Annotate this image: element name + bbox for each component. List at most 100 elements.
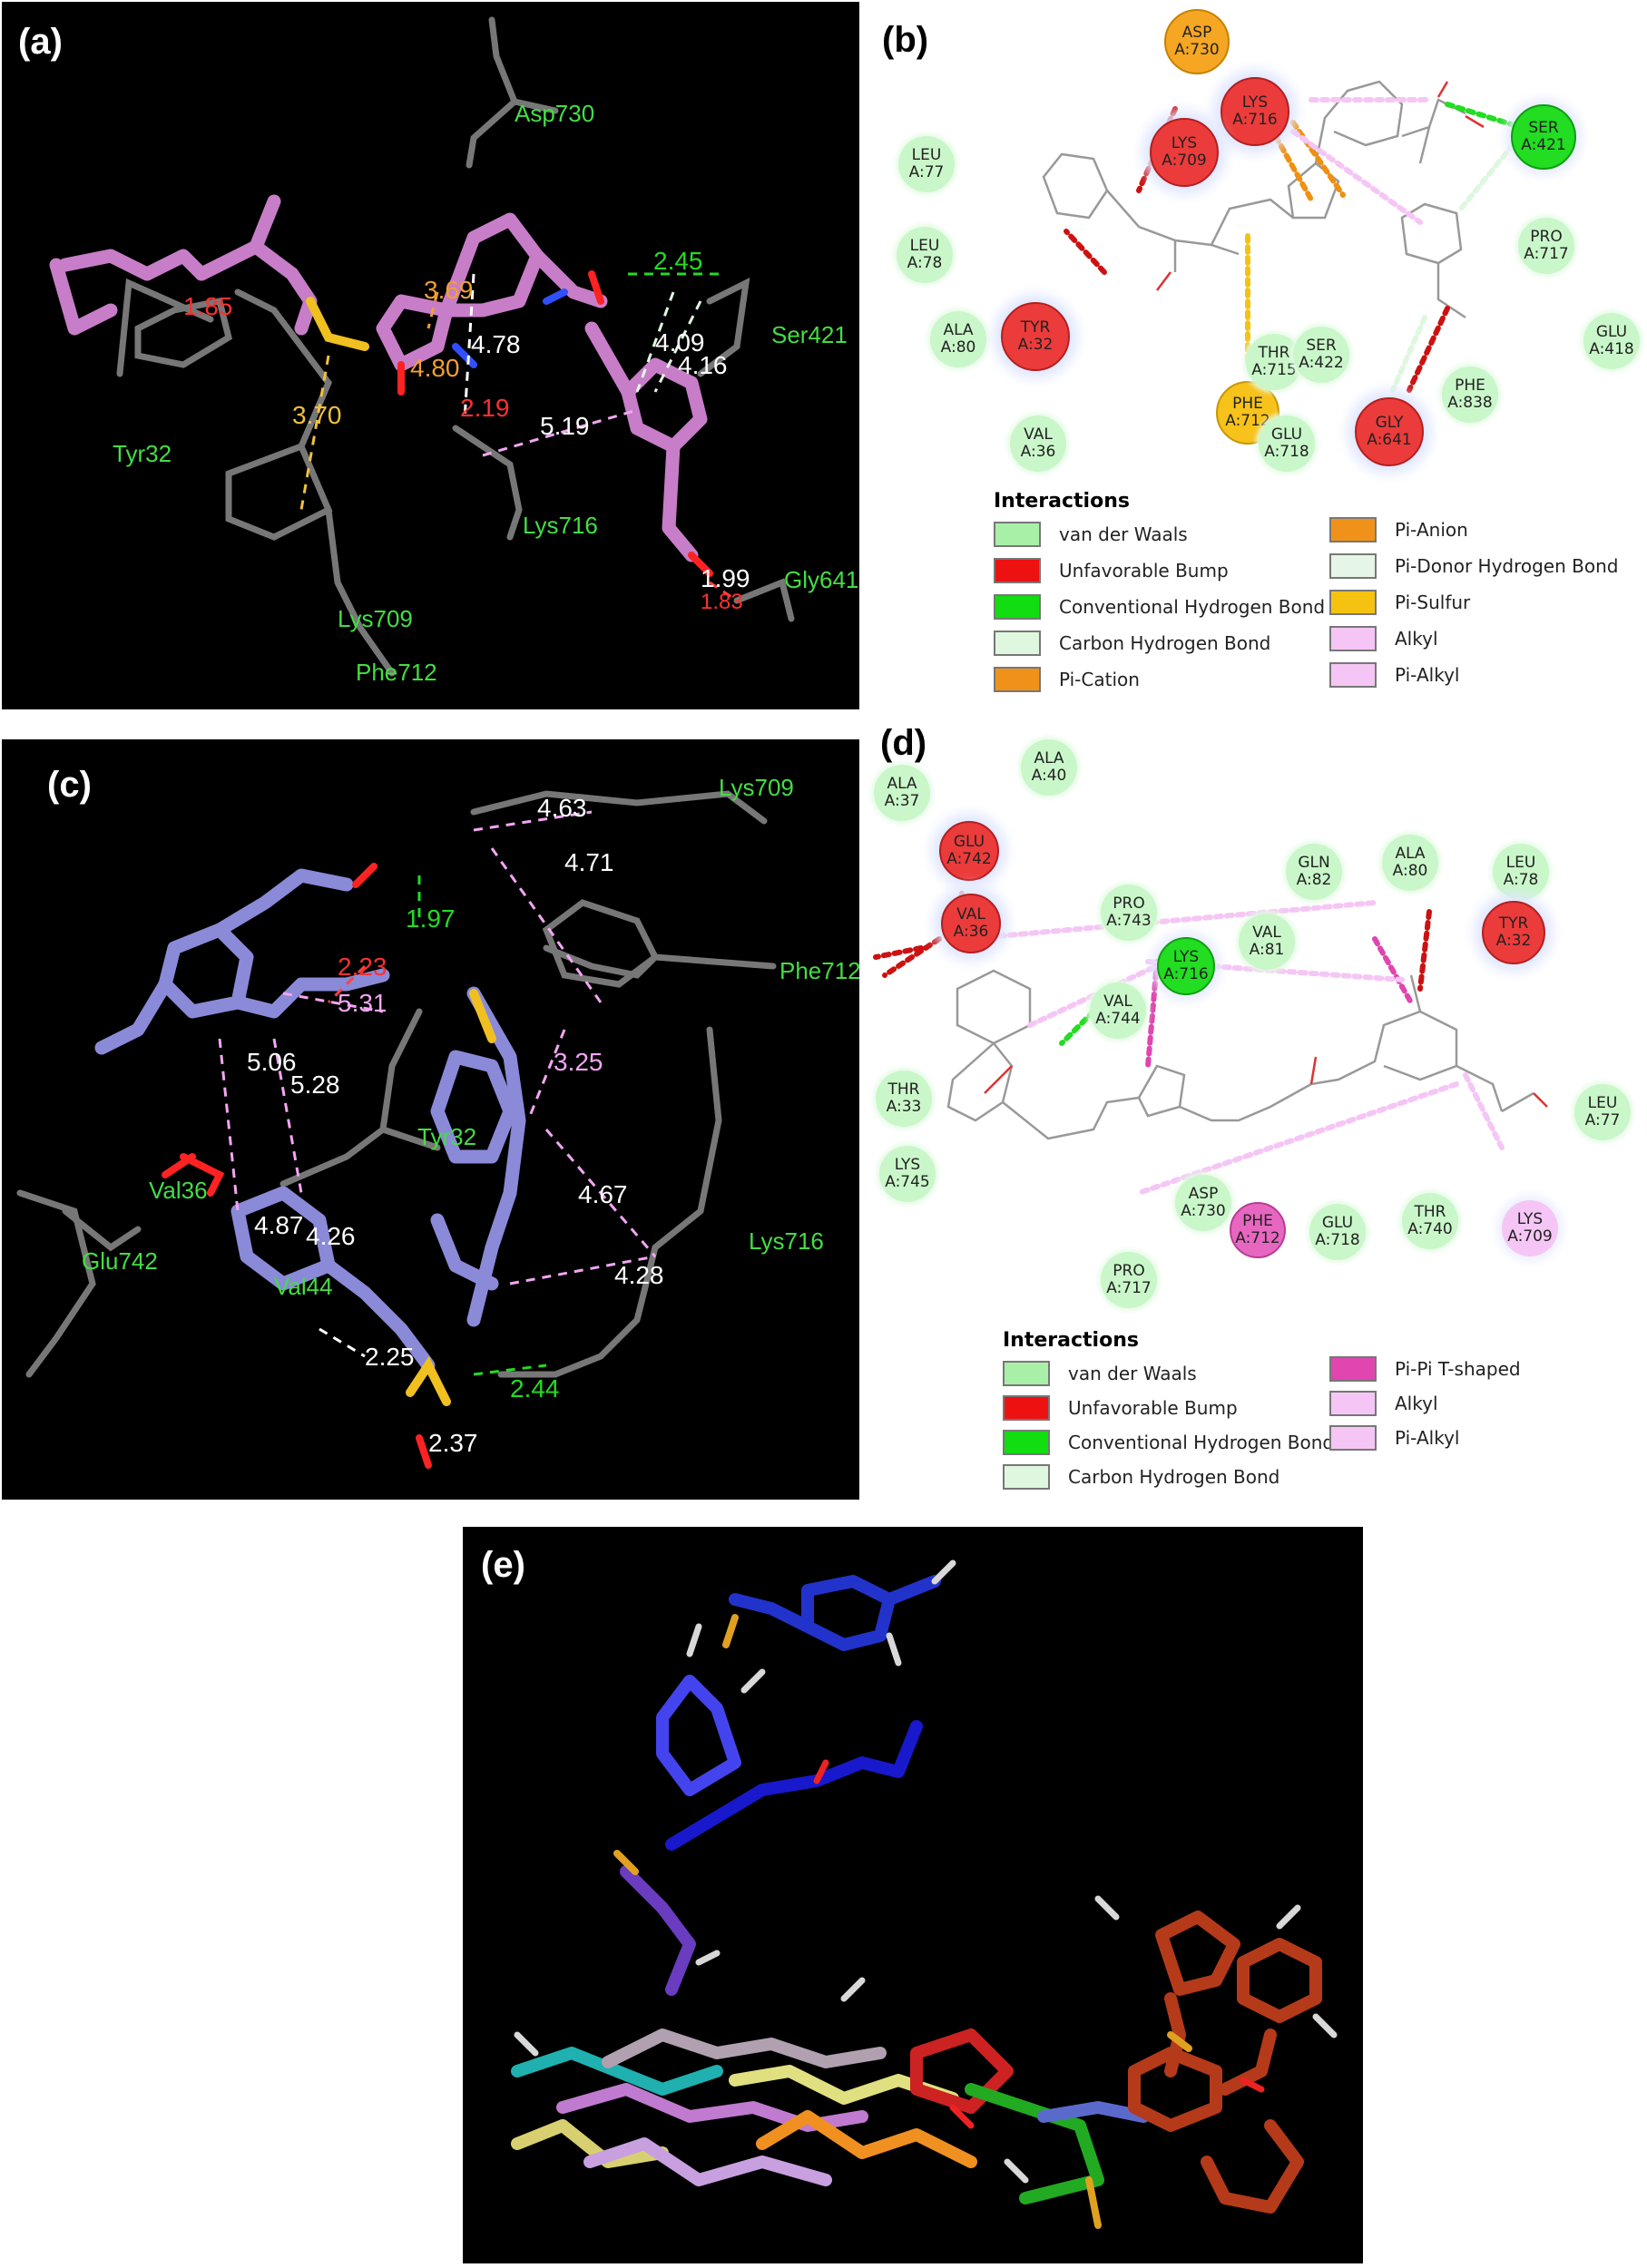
distance-label: 5.06: [247, 1048, 297, 1076]
legend-item: Pi-Pi T-shaped: [1329, 1356, 1521, 1382]
panel-a-molecule: [49, 16, 795, 677]
distance-label: 2.44: [510, 1374, 560, 1403]
residue-label: Tyr32: [113, 440, 172, 467]
distance-label: 1.83: [701, 590, 743, 614]
distance-label: 4.71: [564, 848, 614, 876]
distance-label: 4.28: [614, 1261, 664, 1289]
legend-item: Unfavorable Bump: [994, 558, 1229, 583]
panel-a-label: (a): [18, 22, 63, 62]
distance-label: 4.78: [471, 330, 521, 358]
distance-label: 5.31: [338, 989, 387, 1017]
panel-b-label: (b): [882, 20, 929, 60]
residue-label: Phe712: [356, 659, 437, 686]
residue-label: Val44: [274, 1273, 333, 1300]
legend-item: Pi-Alkyl: [1329, 1425, 1459, 1451]
panel-e-3d-overlay: (e): [463, 1527, 1363, 2263]
residue-label: Lys709: [338, 605, 413, 632]
residue-label: Gly641: [784, 566, 859, 593]
panel-e-superimposed-ligands: [511, 1559, 1338, 2229]
distance-label: 4.80: [410, 354, 460, 382]
panel-b-2d-diagram: (b) AS: [867, 0, 1647, 717]
distance-label: 4.87: [254, 1211, 304, 1239]
panel-c-label: (c): [47, 765, 92, 805]
distance-label: 1.85: [183, 292, 233, 320]
distance-label: 4.16: [678, 351, 728, 379]
residue-label: Phe712: [779, 957, 859, 984]
panel-a-3d-view: (a) Asp730 Ser421 Tyr32 Lys716 Lys709 Gl…: [2, 2, 859, 709]
legend-item: van der Waals: [994, 522, 1188, 547]
residue-label: Tyr32: [417, 1123, 477, 1150]
distance-label: 3.70: [292, 401, 342, 429]
residue-label: Glu742: [82, 1247, 158, 1275]
distance-label: 3.69: [424, 276, 474, 304]
distance-label: 4.09: [655, 328, 705, 357]
legend-item: Carbon Hydrogen Bond: [1003, 1464, 1279, 1490]
legend-item: Pi-Donor Hydrogen Bond: [1329, 553, 1618, 579]
legend-item: Pi-Alkyl: [1329, 662, 1459, 688]
distance-label: 3.25: [554, 1048, 603, 1076]
distance-label: 4.26: [306, 1222, 356, 1250]
distance-label: 2.23: [338, 953, 387, 981]
panel-c-3d-view: (c) Lys709 Phe712 Tyr32 Lys716 Glu742 Va…: [2, 739, 859, 1500]
residue-label: Ser421: [771, 321, 848, 348]
legend-item: Carbon Hydrogen Bond: [994, 631, 1270, 656]
panel-e-label: (e): [481, 1545, 525, 1585]
panel-b-ligand-skeleton: [1042, 80, 1523, 393]
legend-item: Conventional Hydrogen Bond: [994, 594, 1325, 620]
distance-label: 2.19: [460, 394, 510, 422]
panel-c-molecule: [16, 790, 777, 1469]
residue-label: Val36: [149, 1177, 208, 1204]
residue-label: Asp730: [515, 100, 595, 127]
distance-label: 2.45: [653, 247, 703, 275]
distance-label: 2.25: [365, 1343, 415, 1371]
legend-item: Pi-Anion: [1329, 517, 1468, 543]
legend-item: van der Waals: [1003, 1361, 1197, 1386]
legend-item: Conventional Hydrogen Bond: [1003, 1430, 1334, 1455]
legend-item: Pi-Cation: [994, 667, 1140, 692]
panel-d-label: (d): [880, 723, 927, 763]
legend-item: Unfavorable Bump: [1003, 1395, 1238, 1421]
legend-item: Alkyl: [1329, 1391, 1438, 1416]
legend-title: Interactions: [1003, 1329, 1139, 1352]
distance-label: 1.99: [701, 564, 750, 592]
residue-label: Lys716: [523, 512, 598, 539]
residue-label: Lys709: [719, 774, 794, 801]
distance-label: 5.19: [540, 412, 590, 440]
